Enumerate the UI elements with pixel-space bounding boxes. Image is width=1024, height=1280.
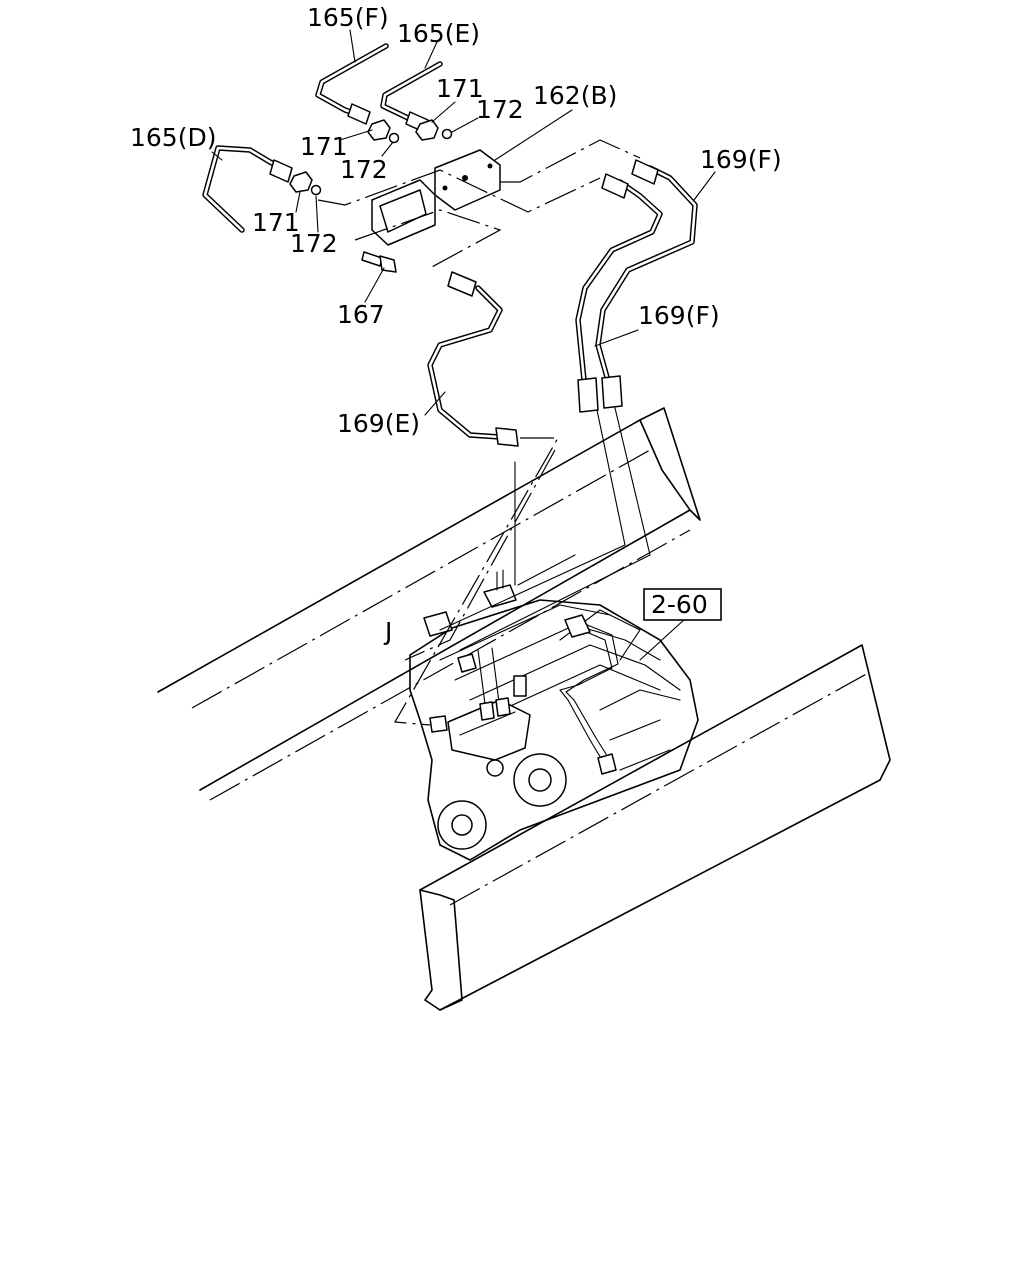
pipe-165f [315,43,389,125]
label-165f: 165(F) [307,3,389,32]
frame-rail-left [157,407,701,801]
pipe-165d [202,145,293,233]
label-165e: 165(E) [397,19,480,48]
label-171-low: 171 [252,208,300,237]
label-j: J [383,617,392,646]
label-169f-lower: 169(F) [638,301,720,330]
label-171-top: 171 [436,74,484,103]
label-169e: 169(E) [337,409,420,438]
leader-lines [211,29,716,661]
frame-rail-right [419,644,891,1011]
label-167: 167 [337,300,385,329]
routing-lines [317,139,651,726]
label-2-60-box [643,588,722,621]
bolt-167 [361,251,397,273]
label-162b: 162(B) [533,81,617,110]
engine-assembly [409,569,699,861]
label-172-low: 172 [290,229,338,258]
label-169f-upper: 169(F) [700,145,782,174]
bracket-162b [371,149,501,246]
label-172-top: 172 [476,95,524,124]
label-2-60: 2-60 [651,590,708,619]
label-171-mid: 171 [300,132,348,161]
pipe-169f-pair [575,159,698,413]
label-172-mid: 172 [340,155,388,184]
pipe-169e [427,271,519,447]
callout-labels: 165(F) 165(E) 165(D) 171 171 171 172 172… [130,3,782,646]
nuts-and-washers [289,119,453,196]
label-165d: 165(D) [130,123,216,152]
